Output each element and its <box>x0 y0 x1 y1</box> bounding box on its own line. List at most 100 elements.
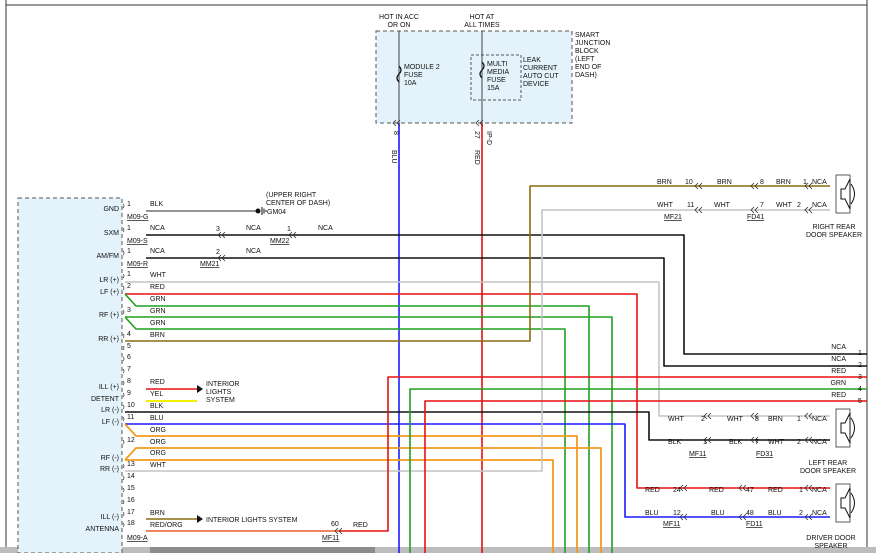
connector-id-label: MF21 <box>664 214 682 221</box>
leak-current-label: CURRENT <box>523 65 558 72</box>
radio-pin-chevron <box>122 499 125 505</box>
speaker-wire-label: NCA <box>812 439 827 446</box>
connector-0 <box>217 231 226 239</box>
multimedia-fuse-label: FUSE <box>487 77 506 84</box>
connector-pin-number: 2 <box>799 510 803 517</box>
connector-9 <box>804 206 813 214</box>
speaker-wire-label: WHT <box>657 202 674 209</box>
speaker-wire-label: BRN <box>776 179 791 186</box>
connector-pin-number: 11 <box>687 202 694 209</box>
multimedia-fuse-label: MEDIA <box>487 69 510 76</box>
leak-current-label: DEVICE <box>523 81 549 88</box>
wire-color-label: RED/ORG <box>150 522 183 529</box>
connector-14 <box>750 436 759 444</box>
pin-blu: 8 <box>392 131 399 135</box>
wire-color-label: WHT <box>150 272 167 279</box>
radio-pin-number: 3 <box>127 307 131 314</box>
radio-pin-number: 2 <box>127 283 131 290</box>
connector-19 <box>679 513 688 521</box>
ill-plus-destination-label: SYSTEM <box>206 397 235 404</box>
radio-pin-chevron <box>122 404 125 410</box>
connector-10 <box>703 412 712 420</box>
connector-id-label: FD41 <box>747 214 764 221</box>
speaker-wire-label: BRN <box>768 416 783 423</box>
ground-point <box>255 208 261 214</box>
module-2-fuse-label: 10A <box>404 80 417 87</box>
radio-pin-number: 17 <box>127 509 135 516</box>
connector-pin-number: 12 <box>673 510 681 517</box>
multimedia-fuse-symbol <box>479 61 485 79</box>
driver-speaker-cone <box>850 492 855 514</box>
right-rear-speaker-label: DOOR SPEAKER <box>806 232 862 239</box>
ill-minus-destination-label: INTERIOR LIGHTS SYSTEM <box>206 517 298 524</box>
connector-7 <box>694 206 703 214</box>
connector-pin-number: 8 <box>760 179 764 186</box>
speaker-wire-label: NCA <box>812 202 827 209</box>
connector-id-label: MM21 <box>200 261 220 268</box>
connector-pin-number: 1 <box>803 179 807 186</box>
speaker-wire-label: BRN <box>657 179 672 186</box>
connector-pin-number: 24 <box>673 487 681 494</box>
connector-pin-number: 47 <box>746 487 754 494</box>
connector-8 <box>750 206 759 214</box>
connector-id-label: MF11 <box>663 521 680 528</box>
radio-pin-chevron <box>122 522 125 528</box>
connector-id-label: MF11 <box>322 535 339 542</box>
connector-6 <box>804 182 813 190</box>
connector-5 <box>750 182 759 190</box>
pin-red: 27 <box>473 131 480 139</box>
speaker-wire-label: NCA <box>812 510 827 517</box>
wire-color-label: NCA <box>150 248 165 255</box>
ill-plus-destination-label: LIGHTS <box>206 389 232 396</box>
radio-pin-number: 5 <box>127 343 131 350</box>
ground-location-label: CENTER OF DASH) <box>266 200 330 207</box>
speaker-wire-label: NCA <box>812 487 827 494</box>
connector-17 <box>738 484 747 492</box>
offpage-ref-number: 4 <box>858 386 862 393</box>
radio-pin-label: LF (-) <box>102 419 119 426</box>
offpage-ref-number: 1 <box>858 350 862 357</box>
wire-color-label: BLU <box>150 415 164 422</box>
ill-plus-destination-label: INTERIOR <box>206 381 239 388</box>
radio-pin-chevron <box>122 333 125 339</box>
wire-rr-plus <box>125 185 830 342</box>
wire-color-label: WHT <box>150 462 167 469</box>
speaker-wire-label: BLK <box>668 439 682 446</box>
radio-pin-chevron <box>122 203 125 209</box>
connector-12 <box>804 412 813 420</box>
radio-pin-number: 15 <box>127 485 135 492</box>
smart-junction-label: JUNCTION <box>575 40 610 47</box>
radio-pin-chevron <box>122 227 125 233</box>
connector-id-label: MF11 <box>689 451 706 458</box>
connector-4 <box>694 182 703 190</box>
smart-junction-label: SMART <box>575 32 600 39</box>
connectors <box>217 119 813 535</box>
speaker-wire-label: WHT <box>727 416 744 423</box>
radio-pin-label: RR (+) <box>98 336 119 343</box>
wire-color-label: RED <box>353 522 368 529</box>
wire-lr-minus <box>125 411 830 441</box>
connector-pin-number: 2 <box>216 249 220 256</box>
right-rear-speaker-cone <box>850 183 855 205</box>
speaker-wire-label: BLK <box>729 439 743 446</box>
wire-lf-plus-grn <box>124 293 590 553</box>
connector-id-label: FD31 <box>756 451 773 458</box>
ground-icon <box>261 207 267 215</box>
speakers <box>835 174 855 523</box>
radio-pin-number: 13 <box>127 461 135 468</box>
scroll-thumb[interactable] <box>150 547 375 553</box>
wire-amfm <box>146 257 867 367</box>
radio-pin-chevron <box>122 463 125 469</box>
offpage-wire-label: NCA <box>831 344 846 351</box>
radio-pin-label: LR (-) <box>101 407 119 414</box>
connector-id-label: M09-S <box>127 238 148 245</box>
speaker-wire-label: NCA <box>812 416 827 423</box>
radio-pin-number: 8 <box>127 378 131 385</box>
smart-junction-label: END OF <box>575 64 601 71</box>
wire-color-label: NCA <box>318 225 333 232</box>
wire-color-label: NCA <box>246 248 261 255</box>
radio-pin-chevron <box>122 511 125 517</box>
multimedia-fuse-label: 15A <box>487 85 500 92</box>
scroll-track[interactable] <box>0 547 876 553</box>
connector-pin-number: 48 <box>746 510 754 517</box>
